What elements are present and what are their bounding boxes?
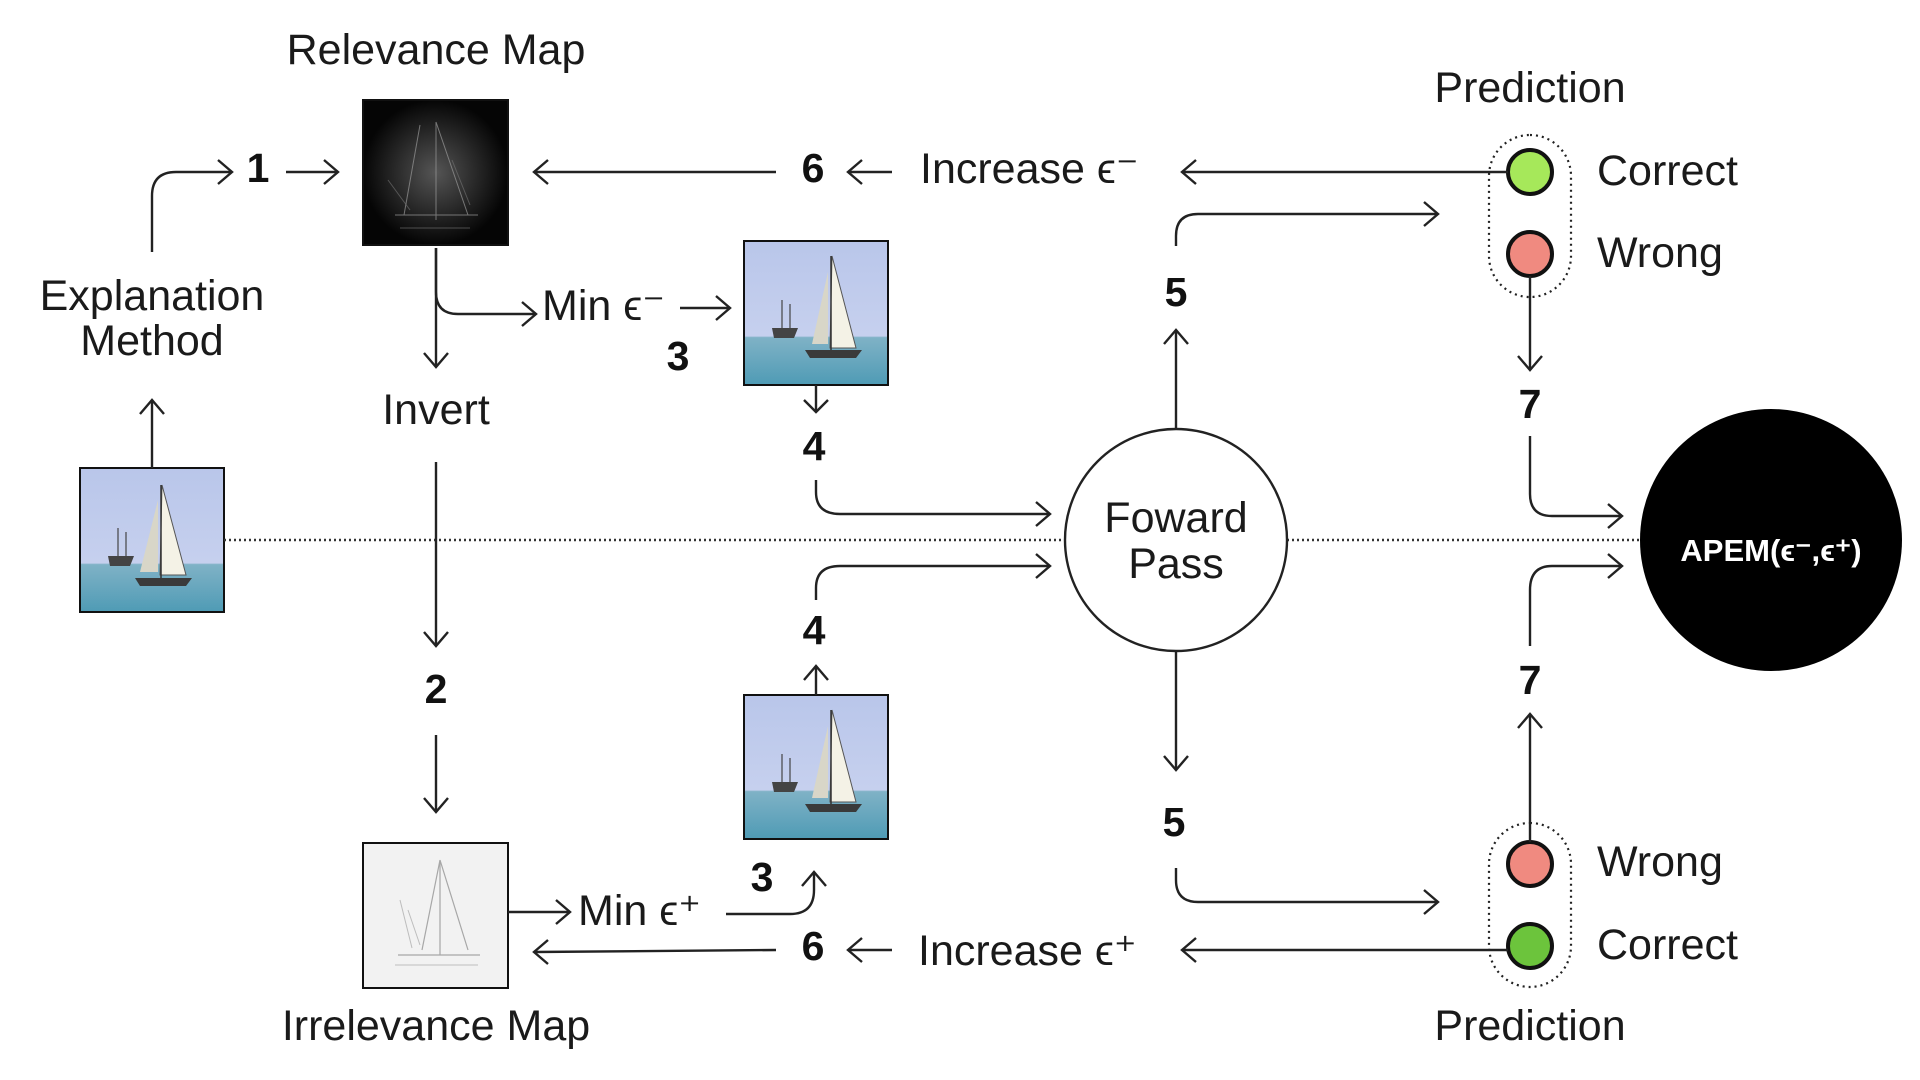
increase-eps-minus-label: Increase ϵ⁻	[920, 145, 1139, 193]
wrong-top-indicator	[1506, 230, 1554, 278]
prediction-group-top	[1487, 133, 1573, 299]
min-eps-plus-label: Min ϵ⁺	[578, 887, 701, 935]
wrong-bottom-label: Wrong	[1597, 838, 1723, 886]
perturbed-image-top	[743, 240, 889, 386]
arrow-step7-bottom-to-apem	[1528, 553, 1624, 646]
arrow-correct-to-increase-eps-plus	[1180, 937, 1508, 963]
arrow-step1-to-relevance	[286, 159, 340, 185]
arrow-explanation-to-step1	[150, 159, 234, 252]
step-6-bottom: 6	[802, 923, 825, 969]
apem-label: APEM(ϵ⁻,ϵ⁺)	[1680, 533, 1861, 568]
correct-top-indicator	[1506, 148, 1554, 196]
apem-node	[1640, 409, 1902, 671]
arrow-image-top-to-step4	[803, 385, 829, 414]
increase-eps-plus-label: Increase ϵ⁺	[918, 927, 1137, 975]
step-6-top: 6	[802, 145, 825, 191]
arrow-forward-to-step5-bottom	[1163, 651, 1189, 772]
prediction-bottom-label: Prediction	[1434, 1002, 1625, 1050]
arrow-min-eps-plus-to-image	[726, 870, 827, 916]
arrow-step4-bottom-to-forward	[814, 553, 1052, 600]
arrow-step5-to-prediction-top	[1174, 201, 1440, 246]
perturbed-image-bottom	[743, 694, 889, 840]
arrow-forward-to-step5-top	[1163, 328, 1189, 429]
forward-pass-label-line1: Foward	[1104, 494, 1247, 542]
relevance-map-image	[362, 99, 509, 246]
arrow-increase-to-step6-top	[846, 159, 892, 185]
arrow-image-bottom-to-step4	[803, 664, 829, 695]
arrow-min-eps-minus-to-image	[680, 295, 732, 321]
arrow-step4-top-to-forward	[814, 480, 1052, 527]
explanation-method-label-line2: Method	[80, 317, 223, 365]
arrow-step5-to-prediction-bottom	[1174, 868, 1440, 915]
arrow-step6-to-relevance	[532, 159, 776, 185]
arrow-invert-to-step2	[423, 462, 449, 648]
relevance-map-label: Relevance Map	[287, 26, 586, 74]
step-3-bottom: 3	[751, 854, 774, 900]
forward-pass-label-line2: Pass	[1128, 540, 1224, 588]
arrow-step6-to-irrelevance	[532, 939, 777, 965]
step-5-bottom: 5	[1163, 799, 1186, 845]
arrow-increase-to-step6-bottom	[846, 937, 892, 963]
arrow-irrelevance-to-min-eps-plus	[508, 899, 572, 925]
invert-label: Invert	[382, 386, 490, 434]
step-2: 2	[425, 666, 448, 712]
arrow-wrong-bottom-to-step7	[1517, 712, 1543, 842]
arrow-wrong-top-to-step7	[1517, 276, 1543, 372]
step-5-top: 5	[1165, 269, 1188, 315]
step-4-bottom: 4	[803, 607, 826, 653]
irrelevance-map-image	[362, 842, 509, 989]
arrow-relevance-to-min-eps-minus	[434, 248, 538, 327]
arrow-step7-top-to-apem	[1528, 436, 1624, 529]
arrow-step2-to-irrelevance	[423, 735, 449, 814]
correct-bottom-indicator	[1506, 922, 1554, 970]
irrelevance-map-label: Irrelevance Map	[282, 1002, 590, 1050]
step-1: 1	[247, 145, 270, 191]
prediction-top-label: Prediction	[1434, 64, 1625, 112]
correct-top-label: Correct	[1597, 147, 1738, 195]
arrow-correct-to-increase-eps-minus	[1180, 159, 1508, 185]
min-eps-minus-label: Min ϵ⁻	[542, 282, 665, 330]
explanation-method-label-line1: Explanation	[40, 272, 265, 320]
wrong-top-label: Wrong	[1597, 229, 1723, 277]
wrong-bottom-indicator	[1506, 840, 1554, 888]
arrow-input-to-explanation	[139, 398, 165, 468]
step-7-bottom: 7	[1519, 657, 1542, 703]
input-image	[79, 467, 225, 613]
step-3-top: 3	[667, 333, 690, 379]
step-7-top: 7	[1519, 381, 1542, 427]
correct-bottom-label: Correct	[1597, 921, 1738, 969]
step-4-top: 4	[803, 423, 826, 469]
